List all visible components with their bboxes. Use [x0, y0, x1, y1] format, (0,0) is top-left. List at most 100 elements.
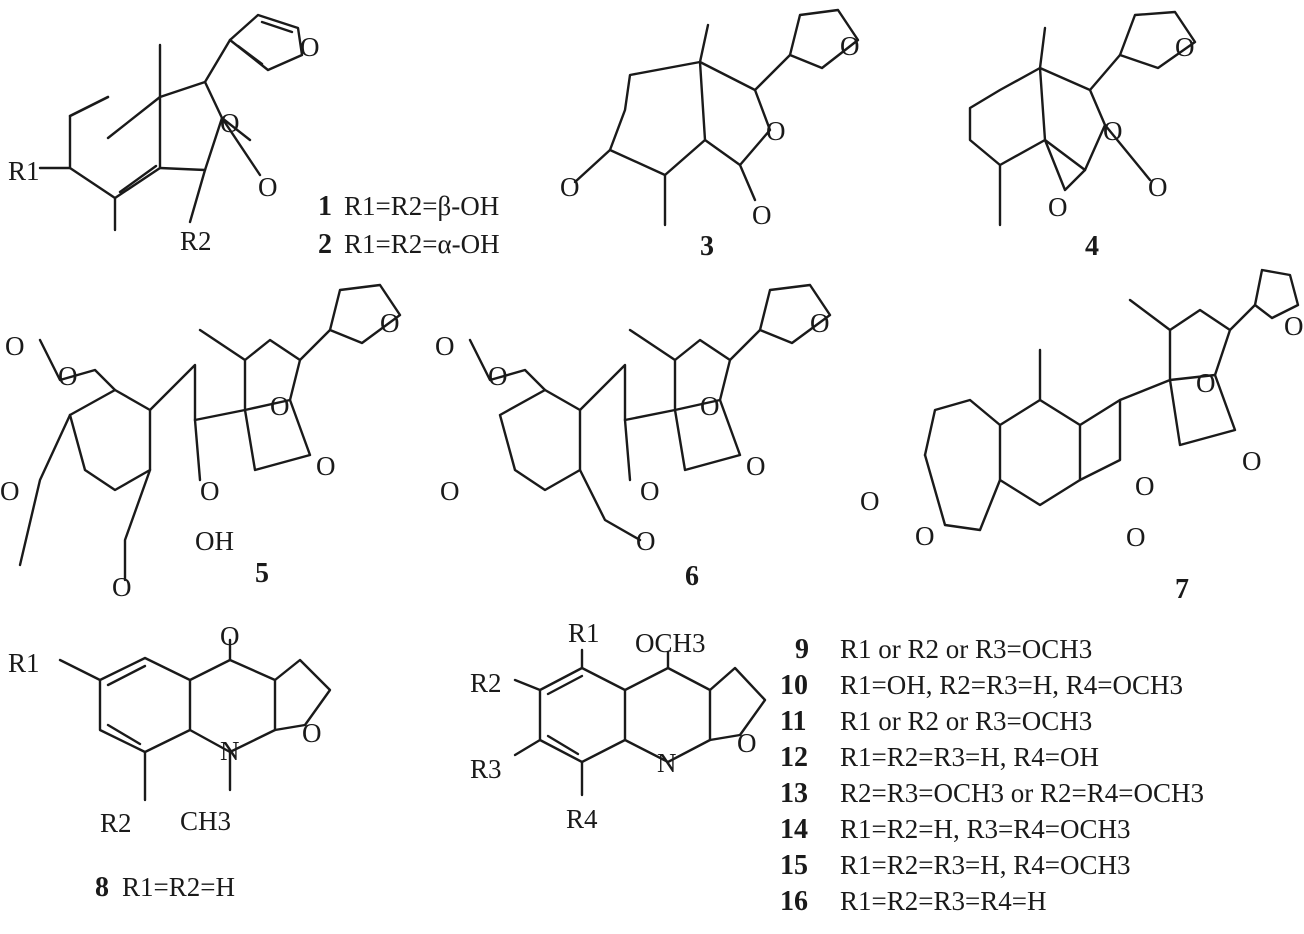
bond	[1078, 398, 1122, 482]
bond	[243, 338, 302, 402]
compound-number: 10	[780, 670, 808, 701]
bond	[513, 738, 542, 757]
bond	[1088, 53, 1122, 92]
bond	[698, 60, 772, 167]
bond	[1228, 303, 1257, 332]
bond	[738, 163, 757, 202]
bond	[18, 413, 72, 567]
benzene-ring	[538, 666, 627, 764]
bond	[68, 95, 162, 200]
pyridine-ring	[623, 666, 712, 764]
ring	[998, 398, 1082, 507]
bond	[1103, 123, 1152, 182]
compound-number: 7	[1175, 574, 1189, 605]
epoxide	[1043, 138, 1087, 192]
bond	[148, 363, 197, 422]
furan-ring	[328, 283, 402, 345]
compound-number: 9	[795, 634, 809, 665]
atom-o: O	[300, 32, 320, 62]
structure-9-16: OCH3 O N R1 R2 R3 R4	[470, 618, 767, 834]
compound-number: 15	[780, 850, 808, 881]
atom-o: O	[302, 718, 322, 748]
atom-r1: R1	[8, 156, 40, 186]
atom-o: O	[488, 361, 508, 391]
atom-o: O	[1126, 522, 1146, 552]
bond	[578, 363, 627, 422]
atom-o: O	[752, 200, 772, 230]
atom-o: O	[746, 451, 766, 481]
compound-label: R1=R2=β-OH	[344, 191, 499, 221]
compound-label: R1=R2=R3=H, R4=OCH3	[840, 850, 1130, 880]
atom-och3: OCH3	[635, 628, 706, 658]
bond	[260, 20, 294, 34]
bond	[673, 398, 742, 472]
atom-o: O	[5, 331, 25, 361]
compound-label: R1=OH, R2=R3=H, R4=OCH3	[840, 670, 1183, 700]
furan-ring	[273, 658, 332, 732]
ring	[608, 60, 707, 177]
atom-o: O	[258, 172, 278, 202]
bond	[193, 418, 202, 482]
bond	[243, 398, 312, 472]
atom-o: O	[0, 476, 20, 506]
atom-r2: R2	[470, 668, 502, 698]
structure-8: O O N CH3 R1 R2	[8, 621, 332, 838]
compound-number: 1	[318, 191, 332, 222]
atom-o: O	[840, 31, 860, 61]
bond	[158, 80, 224, 172]
bond	[698, 23, 710, 64]
compound-number: 11	[780, 706, 806, 737]
atom-n: N	[657, 748, 677, 778]
bond	[753, 53, 792, 92]
atom-o: O	[58, 361, 78, 391]
atom-r3: R3	[470, 754, 502, 784]
atom-o: O	[640, 476, 660, 506]
bond	[38, 338, 117, 392]
atom-o: O	[560, 172, 580, 202]
bond	[468, 338, 547, 392]
furan-ring	[1118, 10, 1197, 70]
atom-o: O	[1284, 311, 1304, 341]
bond	[106, 664, 147, 687]
bond	[58, 658, 102, 682]
atom-o: O	[1103, 116, 1123, 146]
bond	[573, 148, 612, 184]
furan-ring	[788, 8, 860, 70]
bond	[513, 678, 542, 692]
atom-oh: OH	[195, 526, 234, 556]
atom-o: O	[1135, 471, 1155, 501]
atom-r2: R2	[100, 808, 132, 838]
ring	[968, 66, 1047, 167]
atom-o: O	[1148, 172, 1168, 202]
bond	[623, 328, 677, 422]
atom-r4: R4	[566, 804, 598, 834]
bond	[623, 418, 632, 482]
atom-r1: R1	[8, 648, 40, 678]
atom-o: O	[220, 108, 240, 138]
atom-o: O	[270, 391, 290, 421]
bond	[546, 674, 584, 696]
bond	[118, 164, 158, 194]
bond	[220, 116, 262, 177]
atom-o: O	[700, 391, 720, 421]
bond	[106, 723, 142, 746]
bond	[203, 38, 232, 84]
compound-label: R1 or R2 or R3=OCH3	[840, 634, 1092, 664]
bond	[923, 398, 1002, 457]
compound-number: 8	[95, 872, 109, 903]
atom-o: O	[200, 476, 220, 506]
compound-number: 4	[1085, 231, 1099, 262]
compound-label: R1 or R2 or R3=OCH3	[840, 706, 1092, 736]
structure-5: O O O O O O O OH O	[0, 283, 402, 602]
bond	[236, 44, 264, 66]
compound-label: R1=R2=R3=R4=H	[840, 886, 1046, 916]
furan-ring	[708, 666, 767, 742]
bond	[1118, 298, 1172, 402]
atom-o: O	[1048, 192, 1068, 222]
atom-o: O	[435, 331, 455, 361]
atom-o: O	[1242, 446, 1262, 476]
bond	[728, 328, 762, 362]
atom-o: O	[380, 308, 400, 338]
